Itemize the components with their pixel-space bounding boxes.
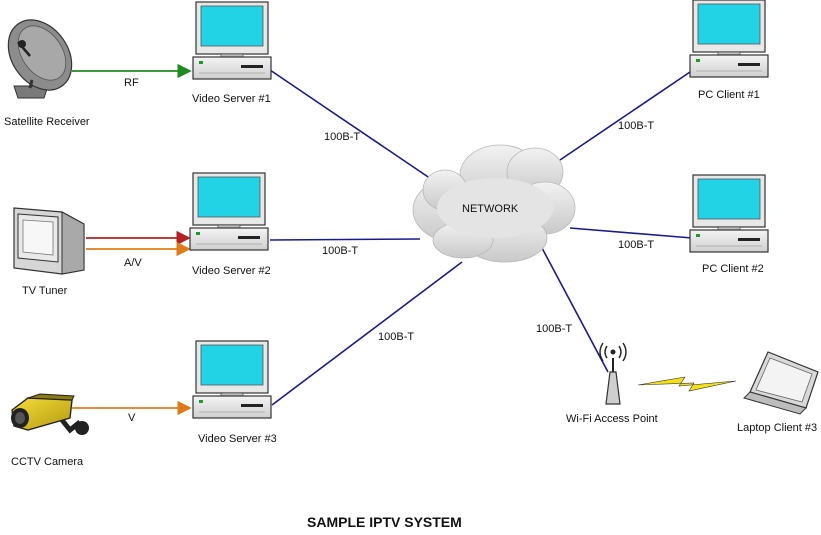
video-server-3-label: Video Server #3 bbox=[198, 433, 277, 445]
ethernet-links bbox=[269, 69, 694, 406]
link-label-pc2: 100B-T bbox=[618, 239, 654, 251]
tv-tuner-label: TV Tuner bbox=[22, 285, 68, 297]
diagram-title: SAMPLE IPTV SYSTEM bbox=[307, 514, 462, 530]
link-label-server1: 100B-T bbox=[324, 131, 360, 143]
link-network-pc2 bbox=[569, 227, 693, 239]
av-signal-label: A/V bbox=[124, 257, 142, 269]
link-network-pc1 bbox=[559, 69, 694, 161]
wifi-access-point-icon bbox=[599, 342, 627, 405]
link-server3-network bbox=[271, 261, 463, 406]
link-label-pc1: 100B-T bbox=[618, 120, 654, 132]
cctv-camera-label: CCTV Camera bbox=[11, 456, 84, 468]
pc-client-1-computer-icon bbox=[689, 0, 769, 78]
satellite-dish-icon bbox=[7, 19, 73, 99]
pc-client-2-computer-icon bbox=[689, 174, 769, 253]
link-label-server3: 100B-T bbox=[378, 331, 414, 343]
tv-tuner-icon bbox=[13, 207, 85, 275]
video-server-2-computer-icon bbox=[189, 172, 269, 251]
pc-client-2-label: PC Client #2 bbox=[702, 263, 764, 275]
wifi-access-point-label: Wi-Fi Access Point bbox=[566, 413, 658, 425]
video-server-3-computer-icon bbox=[192, 340, 272, 419]
rf-signal-label: RF bbox=[124, 77, 139, 89]
link-label-ap: 100B-T bbox=[536, 323, 572, 335]
link-label-server2: 100B-T bbox=[322, 245, 358, 257]
cctv-camera-icon bbox=[11, 393, 89, 435]
link-network-ap bbox=[541, 247, 609, 373]
link-server2-network bbox=[269, 238, 421, 241]
video-server-1-label: Video Server #1 bbox=[192, 93, 271, 105]
video-server-1-computer-icon bbox=[192, 1, 272, 80]
link-server1-network bbox=[269, 69, 441, 186]
v-signal-label: V bbox=[128, 412, 136, 424]
laptop-client-3-label: Laptop Client #3 bbox=[737, 422, 817, 434]
satellite-receiver-label: Satellite Receiver bbox=[4, 116, 90, 128]
laptop-icon bbox=[743, 351, 819, 415]
video-server-2-label: Video Server #2 bbox=[192, 265, 271, 277]
signal-links bbox=[72, 63, 192, 416]
network-cloud-icon bbox=[412, 144, 576, 263]
network-label: NETWORK bbox=[462, 203, 519, 215]
wireless-bolt-icon bbox=[637, 376, 737, 392]
pc-client-1-label: PC Client #1 bbox=[698, 89, 760, 101]
